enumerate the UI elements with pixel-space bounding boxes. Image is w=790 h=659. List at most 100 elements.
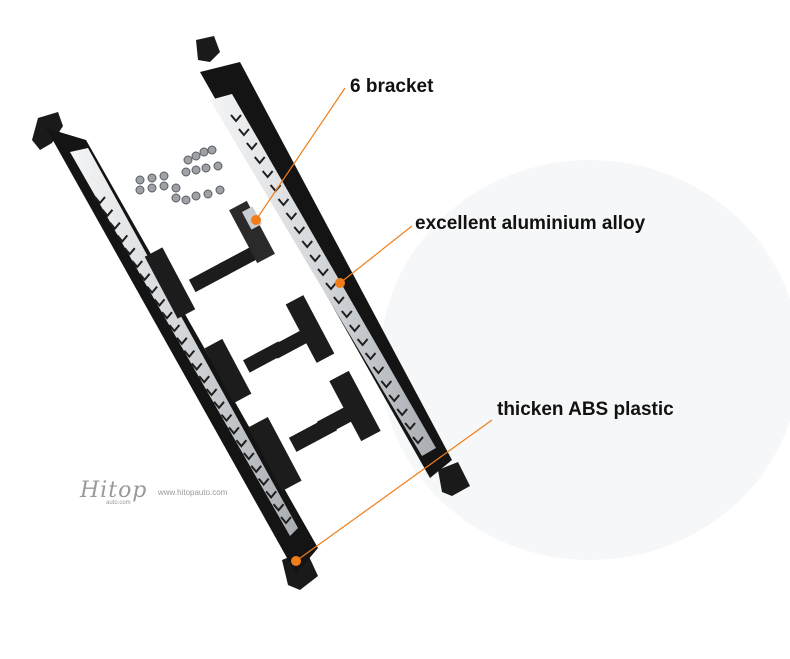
chevron-mark — [250, 465, 263, 474]
bolt — [181, 195, 191, 205]
chevron-mark — [213, 401, 225, 410]
bolt — [159, 181, 169, 191]
bracket-foot — [329, 370, 381, 442]
chevron-mark — [372, 366, 385, 375]
chevron-mark — [123, 247, 136, 256]
bracket-pair-1 — [144, 200, 275, 319]
chevron-mark — [325, 282, 337, 291]
chevron-mark — [161, 311, 173, 320]
hardware-set — [135, 145, 225, 205]
bolt — [207, 145, 217, 155]
bracket-foot — [229, 200, 275, 264]
chevron-mark — [404, 422, 416, 431]
chevron-mark — [230, 114, 242, 123]
chevron-mark — [396, 408, 408, 417]
chevron-mark — [146, 285, 158, 295]
chevron-mark — [293, 226, 306, 235]
chevron-mark — [176, 337, 188, 346]
end-cap-right-bottom — [438, 462, 470, 496]
chevron-mark — [235, 439, 248, 448]
chevron-mark — [116, 234, 129, 243]
bolt — [159, 171, 169, 181]
bolt — [135, 175, 145, 185]
chevron-mark — [228, 426, 240, 435]
callout-line-alloy — [339, 225, 413, 284]
chevron-mark — [341, 310, 353, 319]
chevron-pattern-right — [230, 114, 424, 445]
bracket-plate — [218, 245, 260, 277]
chevron-mark — [265, 490, 277, 499]
bolt — [181, 167, 191, 177]
bracket-foot — [204, 338, 252, 404]
chevron-mark — [272, 503, 285, 512]
callout-dot-alloy — [335, 278, 345, 288]
bolt — [199, 147, 209, 157]
bolt — [191, 165, 201, 175]
bolt — [147, 173, 157, 183]
callout-label-bracket: 6 bracket — [350, 76, 434, 97]
chevron-mark — [109, 221, 121, 231]
bracket-pair-3 — [248, 370, 381, 491]
end-cap-left-top — [32, 112, 63, 150]
bolt — [215, 185, 225, 195]
chevron-mark — [238, 128, 250, 137]
chevron-mark — [94, 196, 106, 205]
callout-lines — [255, 87, 493, 562]
chevron-mark — [348, 324, 361, 333]
brand-logo: Hitop — [80, 478, 148, 503]
bolt — [203, 189, 213, 199]
chevron-mark — [131, 260, 143, 269]
chevron-mark — [243, 452, 255, 461]
chevron-mark — [388, 394, 401, 403]
chevron-mark — [380, 380, 393, 389]
chevron-mark — [356, 338, 369, 347]
chevron-mark — [301, 240, 313, 249]
callout-dot-bracket — [251, 215, 261, 225]
callout-dots — [251, 215, 345, 566]
bracket-plate — [188, 261, 230, 293]
brand-url: www.hitopauto.com — [158, 488, 228, 497]
brand-watermark: Hitop auto.com — [80, 478, 148, 506]
bolt — [201, 163, 211, 173]
brand-logo-sub: auto.com — [106, 500, 131, 506]
chevron-mark — [333, 296, 345, 305]
chevron-mark — [261, 170, 274, 179]
chevron-mark — [205, 388, 218, 397]
chevron-mark — [153, 298, 166, 307]
chevron-mark — [101, 209, 114, 218]
chevron-mark — [190, 362, 203, 371]
bolt — [171, 183, 181, 193]
chevron-mark — [280, 516, 292, 525]
chevron-mark — [257, 477, 270, 487]
chevron-mark — [285, 212, 298, 221]
chevron-mark — [277, 198, 290, 207]
callout-line-abs — [295, 419, 493, 562]
bracket-foot — [285, 295, 335, 363]
running-board-right — [196, 36, 470, 496]
chevron-pattern-left — [94, 196, 292, 525]
running-board-left — [32, 112, 318, 590]
callout-label-abs: thicken ABS plastic — [497, 399, 674, 420]
chevron-mark — [138, 273, 151, 282]
callout-label-alloy: excellent aluminium alloy — [415, 213, 646, 234]
chevron-mark — [364, 352, 377, 361]
chevron-mark — [317, 268, 329, 277]
bolt — [147, 183, 157, 193]
bolt — [213, 161, 223, 171]
bracket-pair-2 — [204, 295, 335, 404]
chevron-mark — [412, 436, 424, 445]
chevron-mark — [309, 254, 321, 263]
brackets — [144, 200, 381, 491]
end-cap-right-top — [196, 36, 220, 62]
bracket-foot — [248, 417, 302, 491]
bolt — [191, 151, 201, 161]
bolt — [171, 193, 181, 203]
bracket-foot — [144, 247, 196, 319]
bolt — [183, 155, 193, 165]
background-shadow — [380, 160, 790, 560]
bolt — [191, 191, 201, 201]
chevron-mark — [246, 142, 258, 151]
bolt — [135, 185, 145, 195]
chevron-mark — [183, 349, 196, 359]
